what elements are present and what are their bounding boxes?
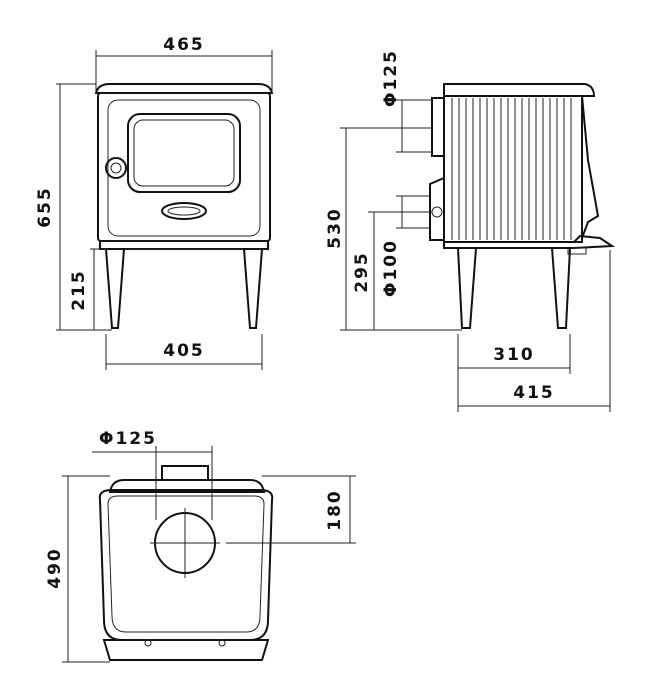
side-flue-height-label: 530 [325, 207, 345, 249]
side-flue-diameter-label: Φ125 [381, 49, 401, 107]
top-flue-offset-label: 180 [325, 489, 345, 531]
front-view: 465 655 215 405 [35, 35, 274, 370]
top-depth-label: 490 [45, 547, 65, 589]
side-inlet-height-label: 295 [352, 251, 372, 293]
side-total-depth-label: 415 [513, 383, 555, 403]
top-view: Φ125 180 490 [45, 429, 356, 663]
side-leg-depth-label: 310 [493, 345, 535, 365]
side-view: Φ125 530 295 Φ100 310 415 [325, 49, 616, 412]
front-width-label: 465 [163, 35, 205, 55]
front-leg-height-label: 215 [69, 269, 89, 311]
side-ribs [451, 98, 572, 240]
side-inlet-diameter-label: Φ100 [381, 239, 401, 297]
front-leg-span-label: 405 [163, 341, 205, 361]
front-height-label: 655 [35, 186, 55, 228]
top-flue-diameter-label: Φ125 [99, 429, 157, 449]
